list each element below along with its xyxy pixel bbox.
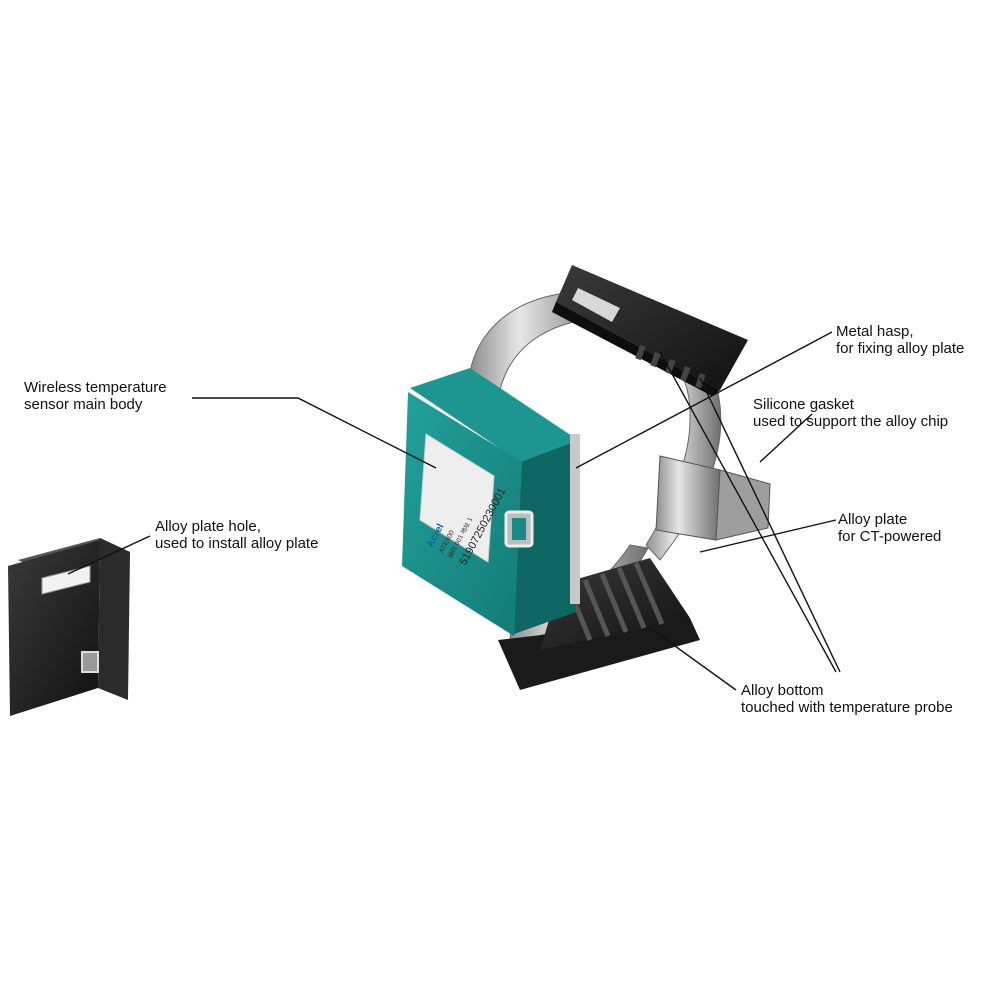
module-front bbox=[8, 540, 100, 716]
leader-silicone-gasket bbox=[759, 413, 813, 463]
module-clip bbox=[81, 651, 99, 673]
top-block-fins bbox=[635, 344, 706, 389]
leader-metal-hasp bbox=[575, 331, 833, 469]
module-hole bbox=[41, 565, 91, 595]
label-alloy-bottom: Alloy bottom touched with temperature pr… bbox=[741, 682, 953, 716]
module-side bbox=[98, 538, 130, 700]
leader-hasp-to-bottom bbox=[659, 351, 837, 673]
top-block-metal-insert bbox=[572, 288, 620, 322]
leader-plate-hole bbox=[67, 535, 151, 575]
top-silicone-block bbox=[552, 265, 748, 396]
label-main-body: Wireless temperature sensor main body bbox=[24, 379, 167, 413]
alloy-plate-module bbox=[8, 538, 130, 716]
top-block-face bbox=[556, 265, 748, 390]
right-metal-clip bbox=[655, 455, 771, 541]
housing-top bbox=[410, 368, 578, 462]
callout-lines bbox=[67, 331, 841, 691]
housing-clip-hole bbox=[512, 518, 526, 540]
label-alloy-plate: Alloy plate for CT-powered bbox=[838, 511, 942, 545]
housing-side bbox=[514, 440, 578, 634]
housing-side-metal bbox=[570, 434, 580, 604]
sensor-main-body bbox=[402, 368, 580, 636]
leader-main-body bbox=[192, 397, 437, 469]
sensor-label-plate bbox=[419, 433, 495, 563]
top-block-side bbox=[552, 302, 720, 396]
leader-alloy-bottom bbox=[649, 627, 737, 691]
clip-side bbox=[715, 469, 771, 541]
label-metal-hasp: Metal hasp, for fixing alloy plate bbox=[836, 323, 965, 357]
clip-front bbox=[655, 455, 721, 541]
label-silicone-gasket: Silicone gasket used to support the allo… bbox=[753, 396, 949, 430]
label-plate-hole: Alloy plate hole, used to install alloy … bbox=[155, 518, 319, 552]
leader-fin-to-bottom bbox=[699, 377, 841, 673]
leader-alloy-plate bbox=[699, 519, 837, 553]
